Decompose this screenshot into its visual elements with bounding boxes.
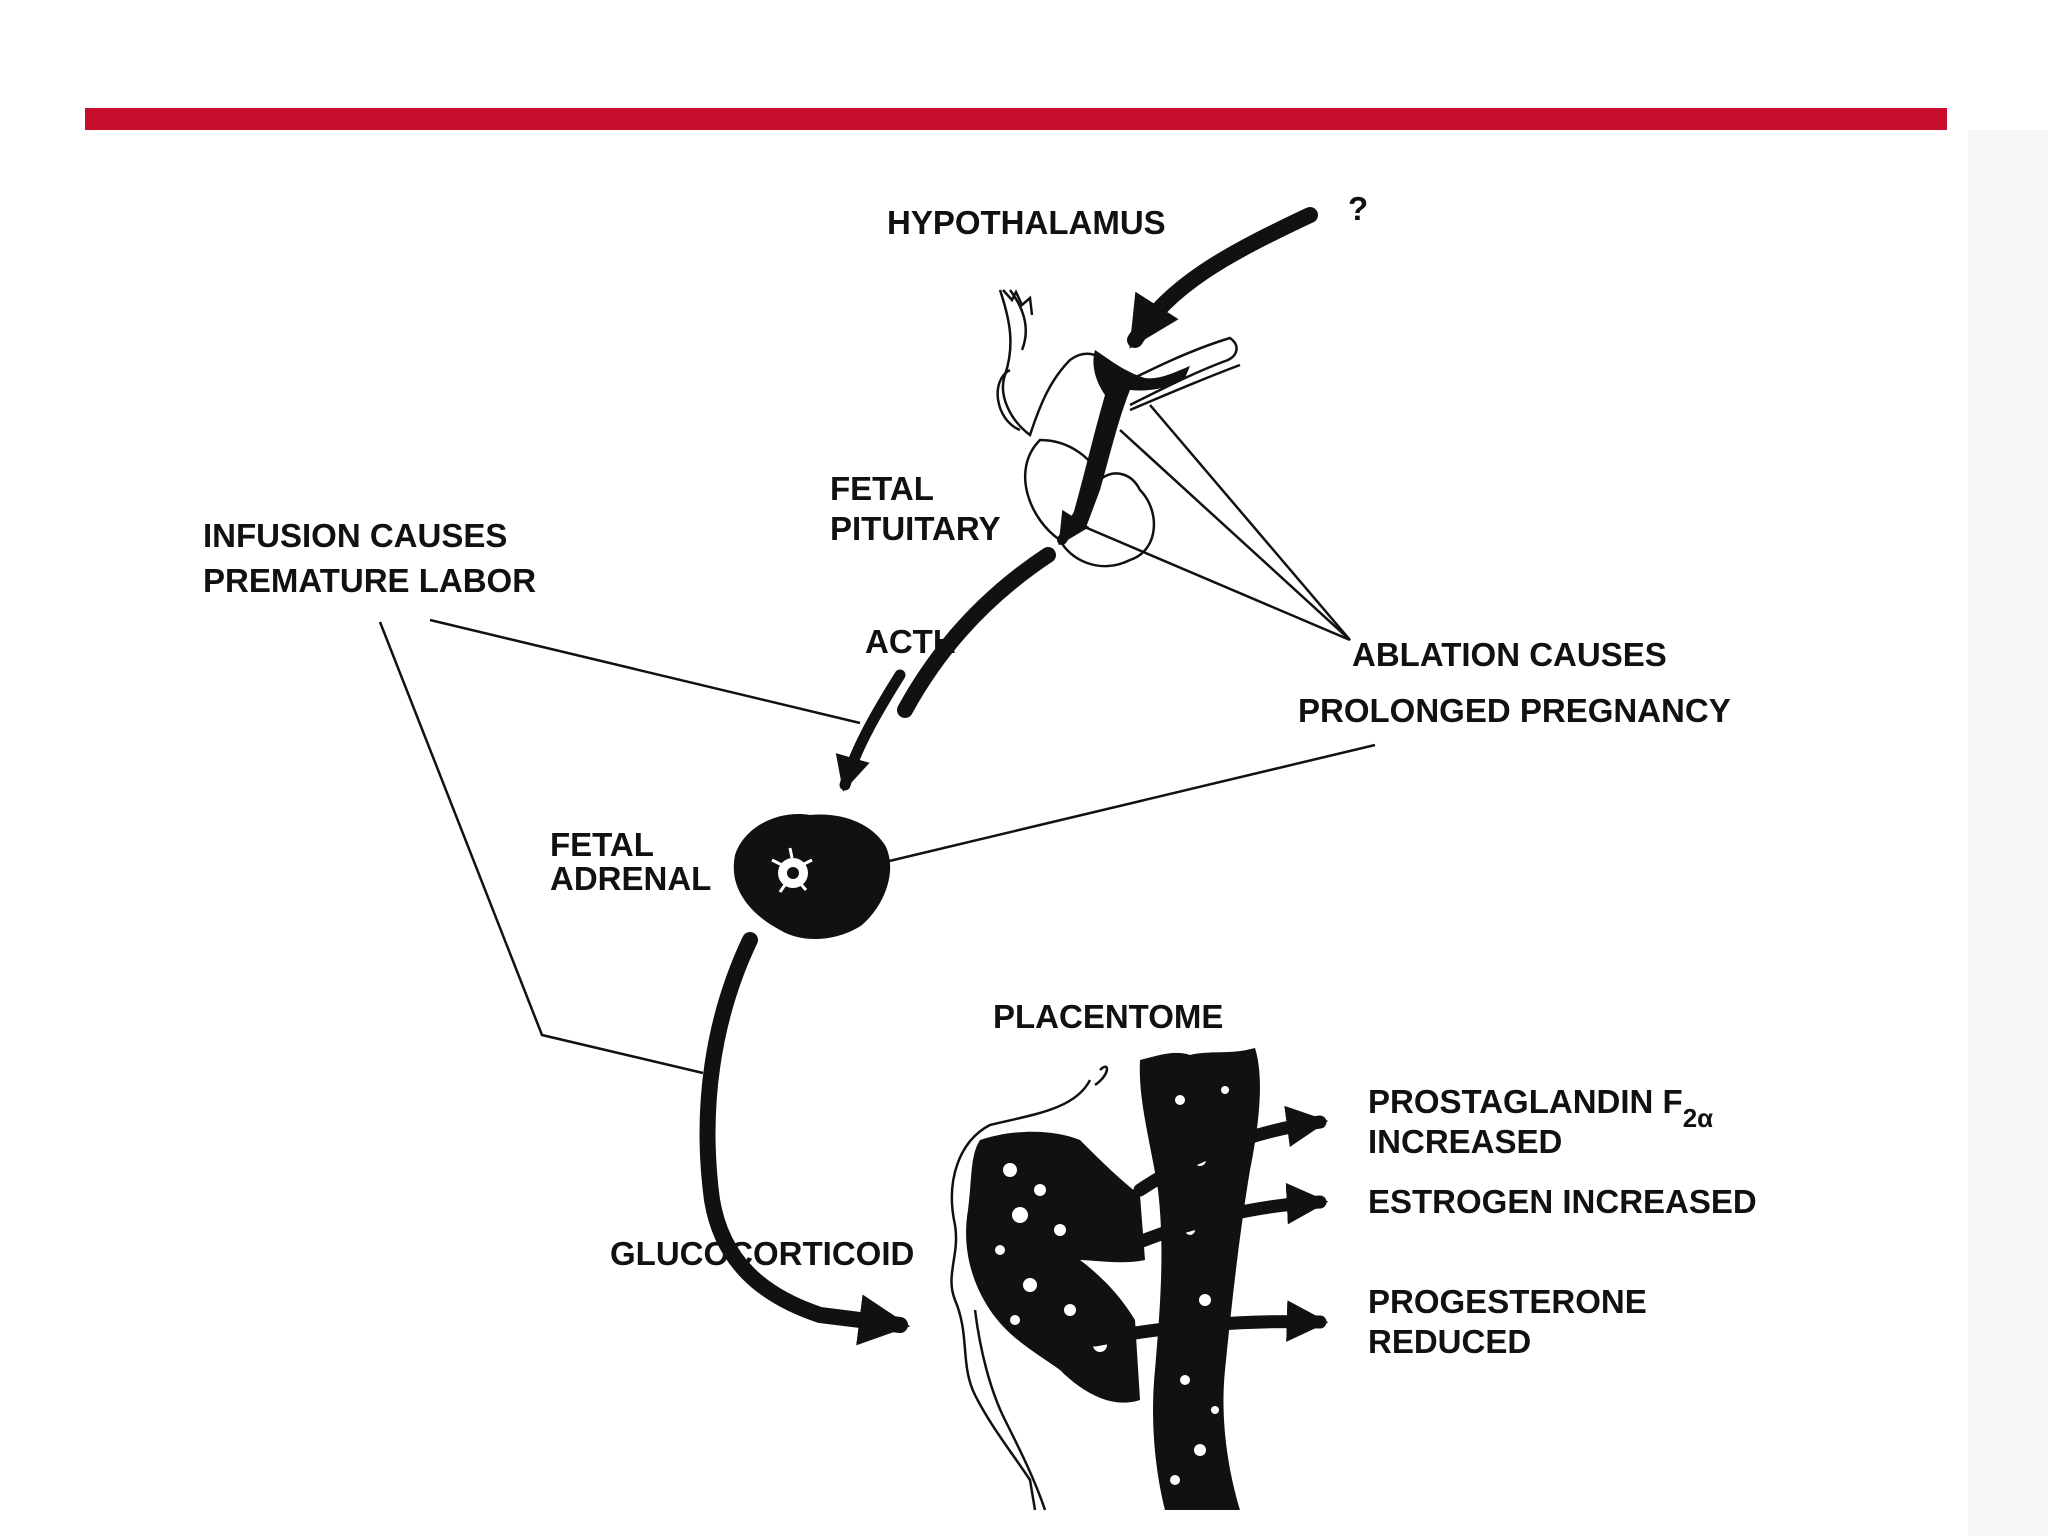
fetal-pituitary-label-line2: PITUITARY bbox=[830, 510, 1001, 547]
infusion-leader-acth bbox=[429, 618, 861, 725]
progesterone-label-line2: REDUCED bbox=[1368, 1323, 1531, 1360]
fetal-adrenal-gland bbox=[733, 814, 891, 940]
pituitary-illustration bbox=[996, 289, 1241, 568]
estrogen-arrow bbox=[1118, 1182, 1329, 1255]
hypothalamus-label: HYPOTHALAMUS bbox=[887, 204, 1166, 241]
fetal-adrenal-label-line2: ADRENAL bbox=[550, 860, 711, 897]
prostaglandin-text: PROSTAGLANDIN F bbox=[1368, 1083, 1683, 1120]
placentome-illustration bbox=[950, 1048, 1260, 1511]
ablation-leader-hypothalamus bbox=[1119, 429, 1351, 641]
prostaglandin-label-line1: PROSTAGLANDIN F2α bbox=[1368, 1083, 1713, 1133]
fetal-pituitary-label-line1: FETAL bbox=[830, 470, 934, 507]
ablation-leader-adrenal bbox=[884, 743, 1376, 864]
external-signal-arrow bbox=[1127, 207, 1318, 349]
estrogen-label: ESTROGEN INCREASED bbox=[1368, 1183, 1757, 1220]
fetal-adrenal-label-line1: FETAL bbox=[550, 826, 654, 863]
infusion-label-line2: PREMATURE LABOR bbox=[203, 562, 536, 599]
placentome-label: PLACENTOME bbox=[993, 998, 1223, 1035]
title-accent-bar bbox=[85, 108, 1947, 130]
prostaglandin-subscript: 2α bbox=[1683, 1103, 1713, 1133]
ablation-label-line1: ABLATION CAUSES bbox=[1352, 636, 1667, 673]
ablation-label-line2: PROLONGED PREGNANCY bbox=[1298, 692, 1731, 729]
acth-label: ACTH bbox=[865, 623, 957, 660]
infusion-leader-glucocorticoid bbox=[378, 621, 704, 1075]
glucocorticoid-pathway-arrow bbox=[699, 932, 911, 1346]
ablation-leader-pituitary bbox=[1079, 523, 1351, 642]
acth-pathway-arrow bbox=[897, 547, 1056, 718]
ablation-leader-stalk bbox=[1149, 404, 1351, 641]
prostaglandin-arrow bbox=[1133, 1105, 1329, 1197]
glucocorticoid-label: GLUCOCORTICOID bbox=[610, 1235, 914, 1272]
infusion-label-line1: INFUSION CAUSES bbox=[203, 517, 507, 554]
prostaglandin-label-line2: INCREASED bbox=[1368, 1123, 1562, 1160]
progesterone-label-line1: PROGESTERONE bbox=[1368, 1283, 1647, 1320]
slide-edge-shade bbox=[1968, 130, 2048, 1536]
progesterone-arrow bbox=[1088, 1300, 1329, 1347]
question-mark: ? bbox=[1348, 190, 1368, 227]
